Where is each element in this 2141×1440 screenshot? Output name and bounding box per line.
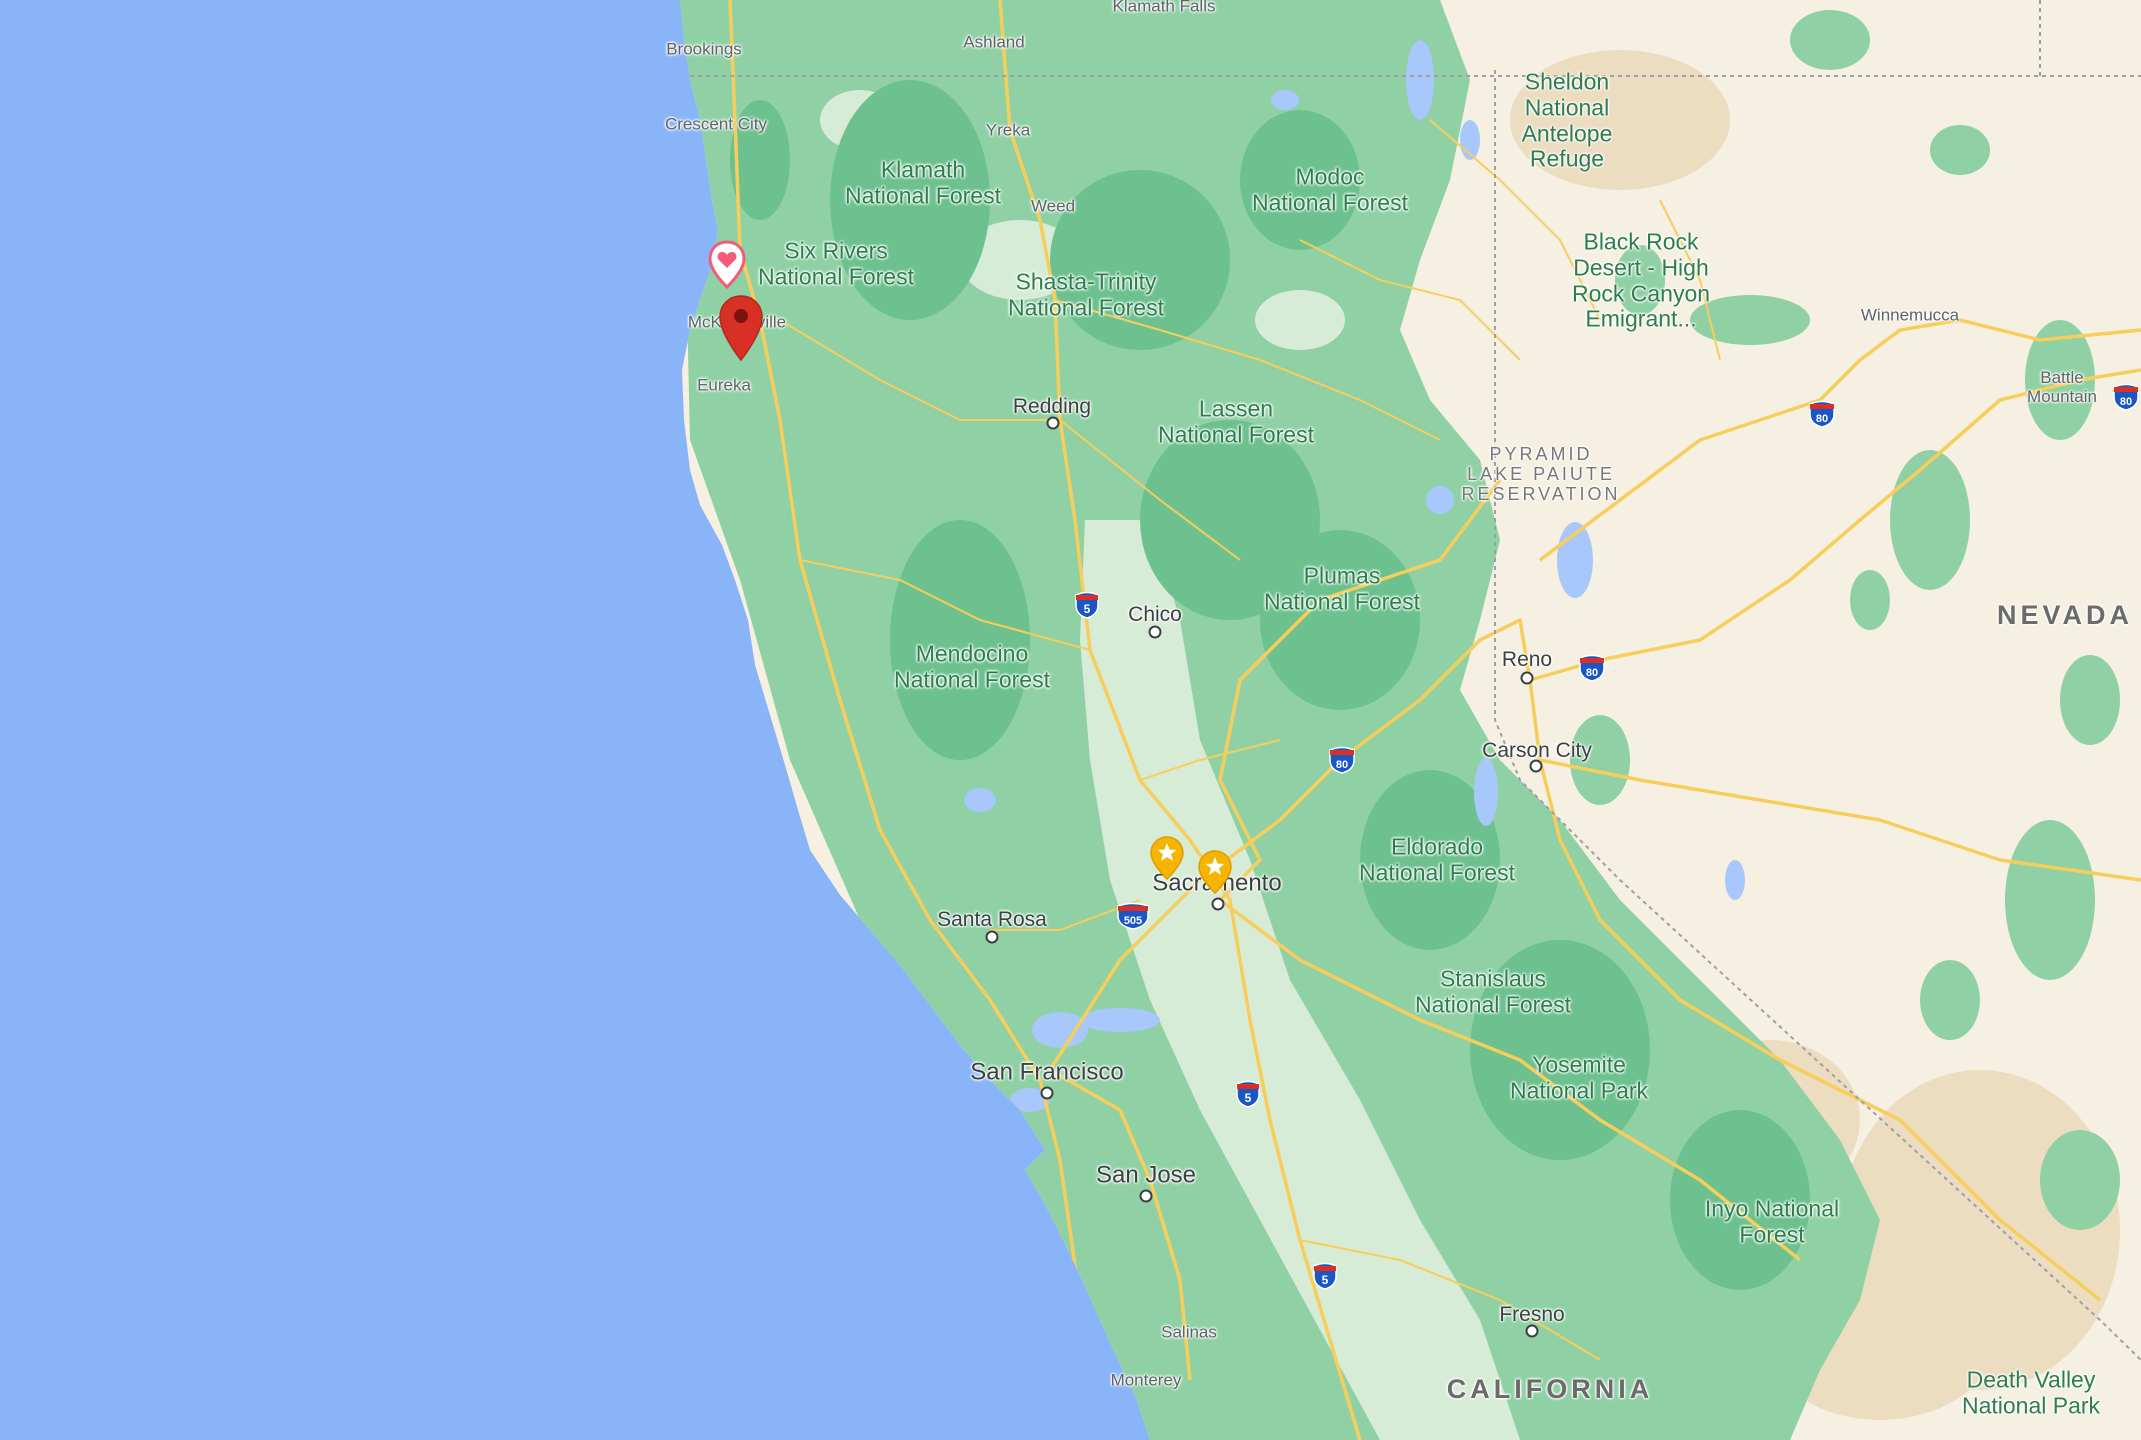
forest-core-areas: [730, 80, 1810, 1290]
svg-text:80: 80: [1336, 759, 1348, 771]
svg-text:505: 505: [1124, 915, 1142, 927]
city-dot-chico: [1148, 625, 1162, 639]
svg-text:80: 80: [1586, 667, 1598, 679]
interstate-shield-i80: 80: [1329, 746, 1355, 774]
state-border: [1494, 70, 2141, 1361]
svg-text:80: 80: [1816, 413, 1828, 425]
heart-pin-icon: [717, 252, 737, 268]
svg-text:5: 5: [1084, 602, 1091, 616]
city-dot-sacramento: [1211, 897, 1225, 911]
city-dot-reno: [1520, 671, 1534, 685]
starred-place-marker-2[interactable]: [1197, 849, 1233, 895]
interstate-shield-i80: 80: [1579, 654, 1605, 682]
major-roads: [728, 0, 2141, 1440]
starred-place-marker-1[interactable]: [1149, 835, 1185, 881]
svg-text:80: 80: [2120, 396, 2132, 408]
svg-text:5: 5: [1322, 1273, 1329, 1287]
star-pin-icon: [1157, 843, 1177, 861]
city-dot-redding: [1046, 416, 1060, 430]
city-dot-carson-city: [1529, 759, 1543, 773]
city-dot-santa-rosa: [985, 930, 999, 944]
svg-text:5: 5: [1245, 1091, 1252, 1105]
saved-place-marker[interactable]: [708, 240, 746, 290]
interstate-shield-i5: 5: [1236, 1080, 1260, 1108]
dropped-pin-marker[interactable]: [717, 294, 765, 362]
interstate-shield-i5: 5: [1313, 1262, 1337, 1290]
interstate-shield-i80: 80: [2113, 383, 2139, 411]
minor-roads: [779, 119, 1721, 1361]
star-pin-icon: [1205, 857, 1225, 875]
interstate-shield-i5: 5: [1075, 591, 1099, 619]
lake-areas: [964, 40, 1745, 1112]
city-dot-fresno: [1525, 1324, 1539, 1338]
interstate-shield-i505: 505: [1117, 902, 1149, 930]
city-dot-san-jose: [1139, 1189, 1153, 1203]
red-pin-icon: [719, 295, 763, 362]
city-dot-san-francisco: [1040, 1086, 1054, 1100]
interstate-shield-i80: 80: [1809, 400, 1835, 428]
